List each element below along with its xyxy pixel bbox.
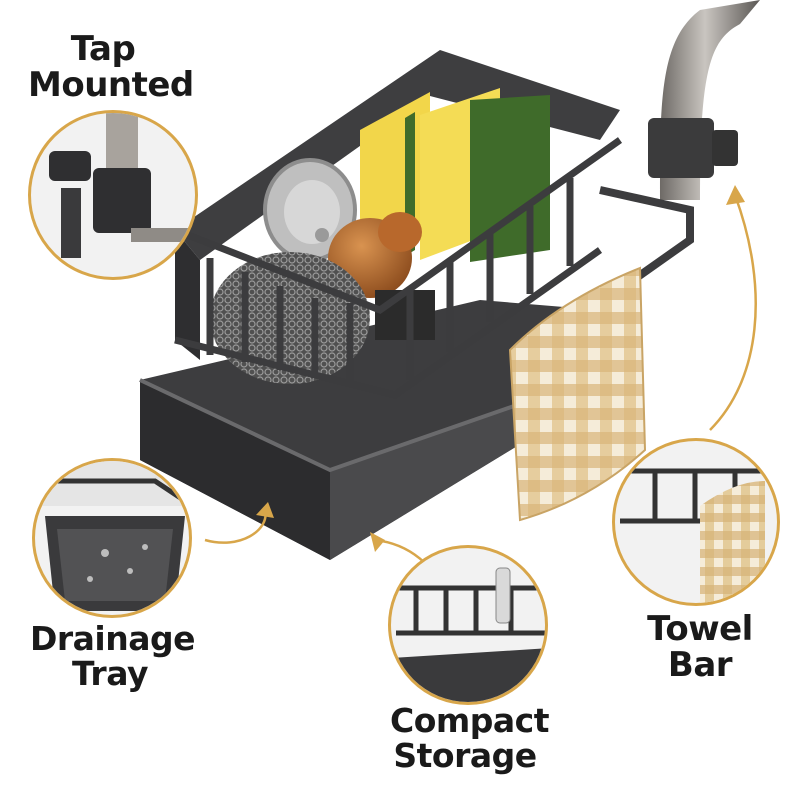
tap-mounted-inset <box>28 110 198 280</box>
tap-mounted-line2: Mounted <box>28 64 194 105</box>
steel-scrubber-icon <box>210 252 370 384</box>
drainage-tray-inset <box>32 458 192 618</box>
wire-basket <box>173 137 623 399</box>
towel-bar-line1: Towel <box>647 609 753 649</box>
compact-storage-label: Compact Storage <box>390 701 550 775</box>
drainage-tray-line1: Drainage <box>30 619 196 658</box>
towel-bar-line2: Bar <box>667 644 733 685</box>
tap-mounted-label: Tap Mounted <box>28 29 194 105</box>
tap-mounted-line1: Tap <box>70 29 136 69</box>
towel-bar-inset <box>612 438 780 606</box>
faucet-clamp <box>648 118 714 178</box>
drainage-tray-label: Drainage Tray <box>30 619 196 693</box>
compact-storage-inset <box>388 545 548 705</box>
compact-storage-line2: Storage <box>393 735 537 775</box>
towel-bar-label: Towel Bar <box>640 609 760 685</box>
drainage-tray-line2: Tray <box>72 653 148 693</box>
towel-icon <box>508 266 647 522</box>
compact-storage-line1: Compact <box>390 701 550 740</box>
